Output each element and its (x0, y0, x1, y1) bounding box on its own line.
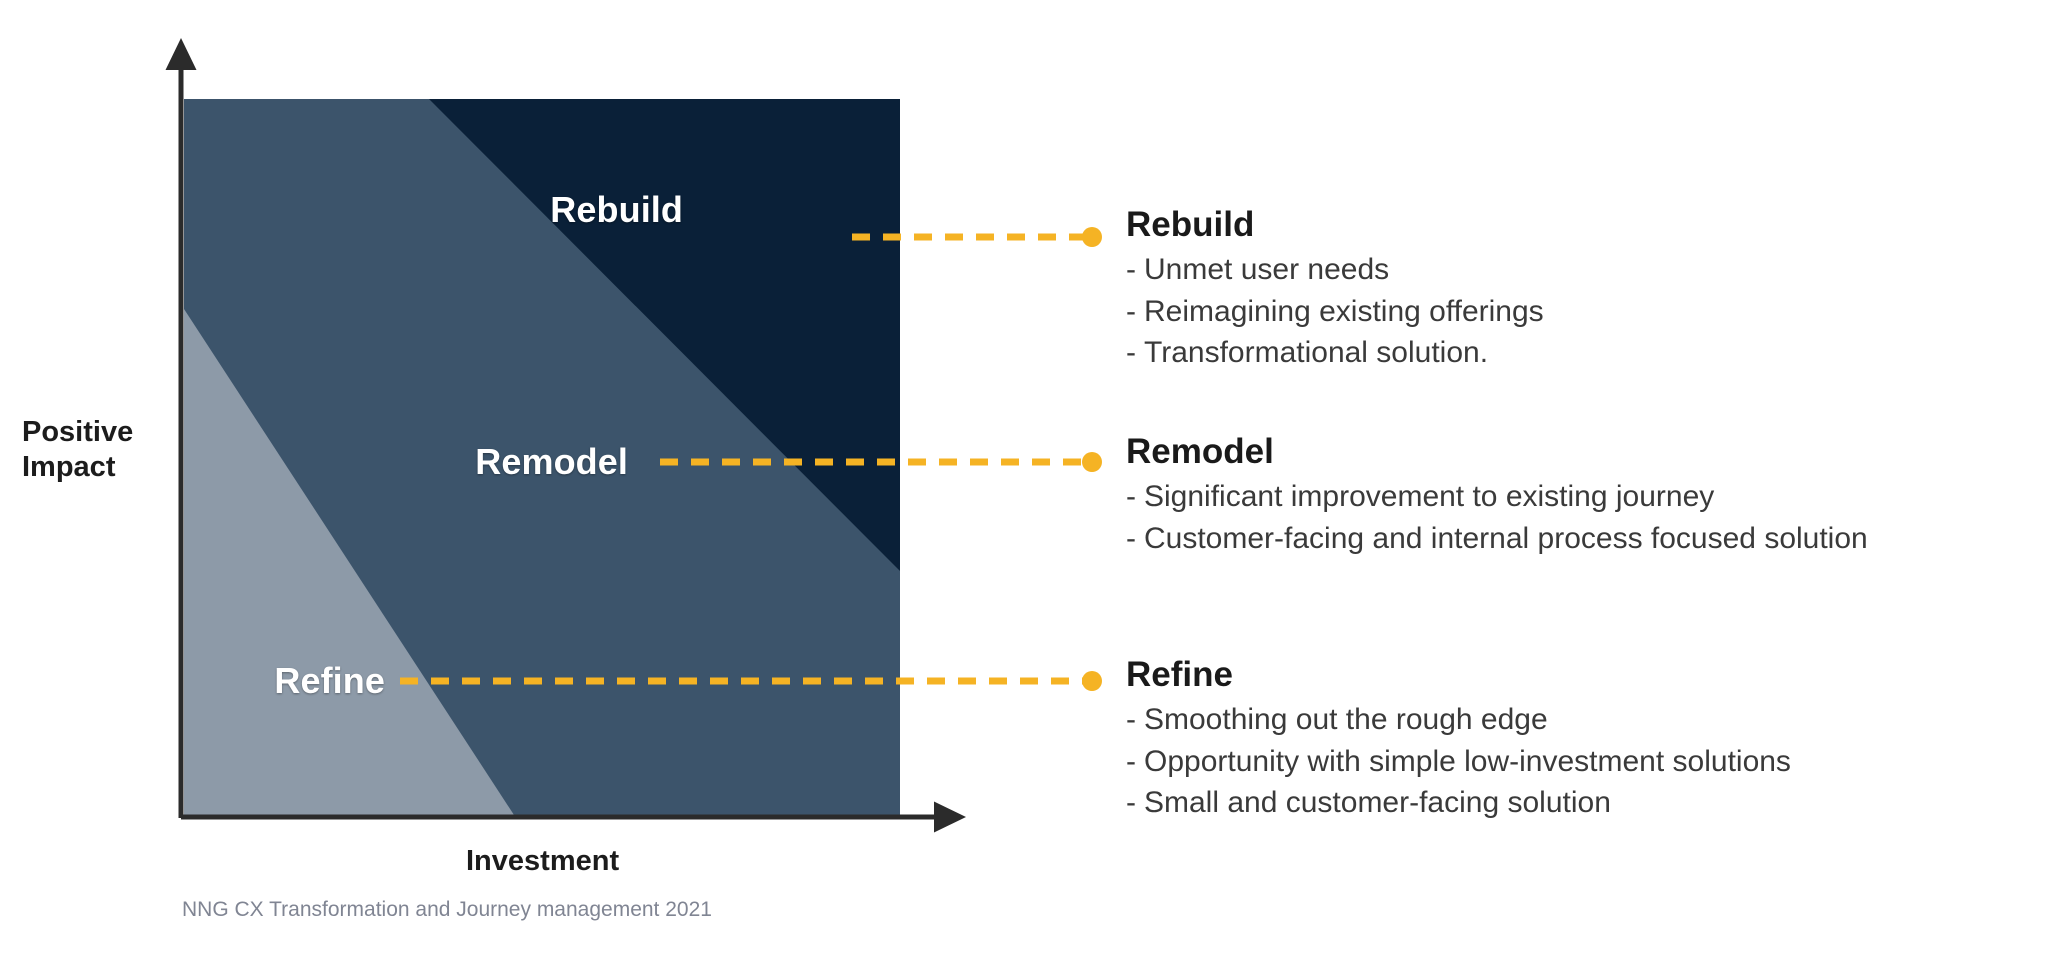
connector-dot-remodel (1082, 452, 1102, 472)
list-item-label: Significant improvement to existing jour… (1144, 480, 1715, 514)
detail-block-refine: Refine -Smoothing out the rough edge -Op… (1126, 655, 2048, 823)
bullet-marker: - (1126, 786, 1136, 820)
band-label-refine: Refine (274, 660, 385, 701)
detail-block-rebuild: Rebuild -Unmet user needs -Reimagining e… (1126, 205, 2048, 373)
detail-title-rebuild: Rebuild (1126, 205, 1255, 244)
detail-block-remodel: Remodel -Significant improvement to exis… (1126, 432, 2048, 559)
list-item: -Small and customer-facing solution (1126, 782, 2048, 823)
list-item-label: Customer-facing and internal process foc… (1144, 521, 1868, 555)
list-item: -Customer-facing and internal process fo… (1126, 518, 2048, 559)
detail-list-rebuild: -Unmet user needs -Reimagining existing … (1126, 249, 2048, 373)
bullet-marker: - (1126, 703, 1136, 737)
band-label-rebuild: Rebuild (550, 189, 683, 230)
list-item-label: Reimagining existing offerings (1144, 294, 1544, 328)
list-item-label: Transformational solution. (1144, 336, 1489, 370)
list-item: -Smoothing out the rough edge (1126, 699, 2048, 740)
plot-area (184, 99, 900, 815)
connector-dot-rebuild (1082, 227, 1102, 247)
list-item: -Unmet user needs (1126, 249, 2048, 290)
x-axis-title: Investment (466, 845, 620, 877)
source-note: NNG CX Transformation and Journey manage… (182, 898, 712, 921)
bullet-marker: - (1126, 253, 1136, 287)
list-item: -Significant improvement to existing jou… (1126, 476, 2048, 517)
bullet-marker: - (1126, 521, 1136, 555)
list-item: -Opportunity with simple low-investment … (1126, 741, 2048, 782)
band-shapes (184, 99, 900, 815)
bullet-marker: - (1126, 480, 1136, 514)
band-label-remodel: Remodel (475, 441, 628, 482)
list-item-label: Small and customer-facing solution (1144, 786, 1611, 820)
list-item-label: Opportunity with simple low-investment s… (1144, 744, 1791, 778)
detail-list-refine: -Smoothing out the rough edge -Opportuni… (1126, 699, 2048, 823)
list-item: -Reimagining existing offerings (1126, 291, 2048, 332)
list-item: -Transformational solution. (1126, 332, 2048, 373)
list-item-label: Smoothing out the rough edge (1144, 703, 1548, 737)
detail-list-remodel: -Significant improvement to existing jou… (1126, 476, 2048, 559)
band-refine-shape (184, 309, 514, 815)
bullet-marker: - (1126, 744, 1136, 778)
details-column: Rebuild -Unmet user needs -Reimagining e… (1126, 0, 2048, 963)
y-axis-title: Positive Impact (22, 416, 134, 484)
bullet-marker: - (1126, 336, 1136, 370)
connector-dot-refine (1082, 671, 1102, 691)
impact-investment-matrix: Rebuild Remodel Refine Positive Impact I… (0, 0, 1000, 963)
bullet-marker: - (1126, 294, 1136, 328)
detail-title-refine: Refine (1126, 655, 1233, 694)
detail-title-remodel: Remodel (1126, 432, 1274, 471)
list-item-label: Unmet user needs (1144, 253, 1390, 287)
